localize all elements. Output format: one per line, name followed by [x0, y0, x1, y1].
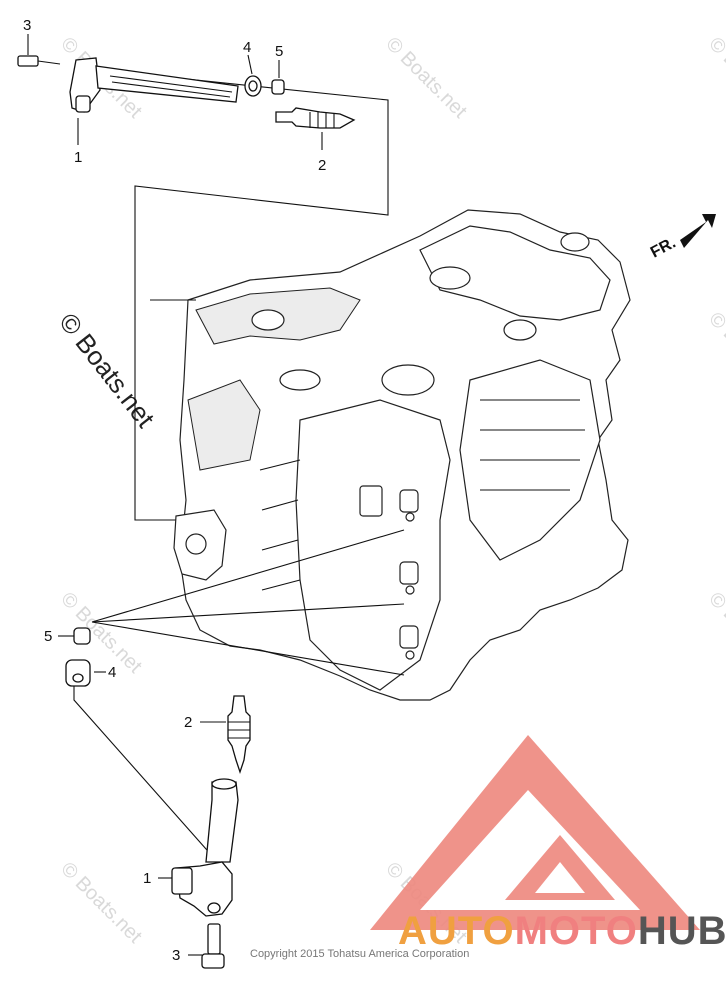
watermark-text: © Boats.net [704, 308, 726, 398]
watermark-side-text: © Boats.net [53, 307, 161, 433]
ignition-coil-bottom [171, 778, 239, 969]
ignition-coil-top [17, 55, 239, 113]
callout-3-bottom: 3 [172, 947, 180, 964]
watermark-text: © Boats.net [704, 588, 726, 678]
direction-label: FR. [648, 234, 679, 261]
brand-part-moto: MOTO [515, 909, 638, 953]
callouts-top: 3 4 5 1 2 [23, 17, 326, 174]
callout-1-bottom: 1 [143, 870, 151, 887]
brand-wordmark-text: AUTOMOTOHUB [398, 909, 726, 953]
gasket-top [271, 79, 285, 95]
leader-lines-bottom [58, 529, 405, 956]
seal-ring-bottom [65, 659, 91, 687]
brand-part-auto: AUTO [398, 909, 515, 953]
logo-triangle-cut [535, 862, 585, 893]
gasket-bottom [73, 627, 91, 645]
copyright-text: Copyright 2015 Tohatsu America Corporati… [250, 948, 469, 960]
direction-arrow-icon [680, 214, 716, 248]
spark-plug-bottom [227, 695, 251, 775]
callout-5-bottom: 5 [44, 628, 52, 645]
callout-5-top: 5 [275, 43, 283, 60]
callout-1-top: 1 [74, 149, 82, 166]
seal-ring-top [244, 75, 262, 97]
engine-block [150, 209, 631, 701]
callout-2-top: 2 [318, 157, 326, 174]
callout-3-top: 3 [23, 17, 31, 34]
spark-plug-top [275, 107, 356, 129]
brand-part-hub: HUB [638, 909, 726, 953]
brand-wordmark: AUTOMOTOHUB [398, 909, 726, 953]
brand-logo [370, 735, 700, 930]
callout-4-top: 4 [243, 39, 251, 56]
callout-2-bottom: 2 [184, 714, 192, 731]
leader-lines-top [27, 34, 389, 521]
callout-4-bottom: 4 [108, 664, 116, 681]
watermark-text: © Boats.net [381, 33, 471, 123]
front-direction-indicator: FR. [648, 214, 716, 262]
watermark-text: © Boats.net [56, 858, 146, 948]
watermark-text: © Boats.net [704, 33, 726, 123]
callouts-bottom: 5 4 2 1 3 [44, 628, 192, 964]
